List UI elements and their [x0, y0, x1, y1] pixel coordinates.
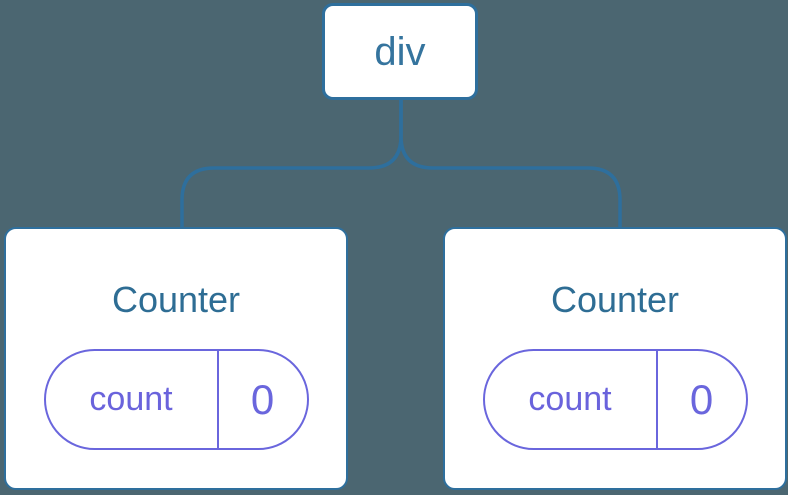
- root-node: div: [322, 3, 478, 100]
- state-key-label: count: [46, 351, 219, 448]
- state-value: 0: [250, 375, 275, 423]
- component-card-right: Counter count 0: [443, 227, 787, 490]
- state-value: 0: [689, 375, 714, 423]
- connector-right-branch: [399, 100, 622, 228]
- component-card-left: Counter count 0: [4, 227, 348, 490]
- connector-left-branch: [180, 100, 403, 228]
- component-title: Counter: [111, 279, 241, 320]
- state-key-label: count: [485, 351, 658, 448]
- component-title: Counter: [550, 279, 680, 320]
- state-pill: count 0: [482, 349, 748, 450]
- root-node-label: div: [374, 29, 426, 74]
- state-pill: count 0: [43, 349, 309, 450]
